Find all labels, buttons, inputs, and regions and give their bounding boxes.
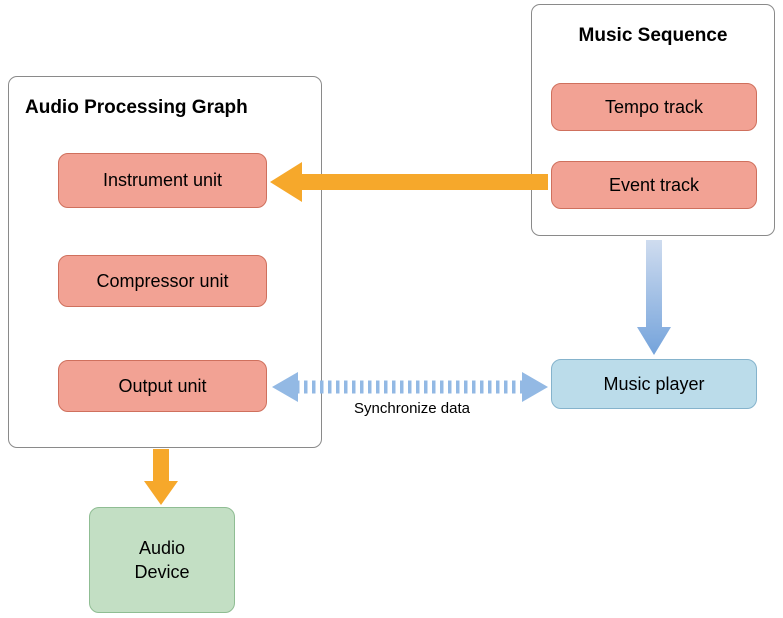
audio-processing-graph-container: Audio Processing Graph Instrument unit C… [8, 76, 322, 448]
music-sequence-title: Music Sequence [578, 25, 728, 46]
instrument-unit-label: Instrument unit [102, 170, 223, 190]
compressor-unit-node: Compressor unit [58, 255, 267, 307]
output-unit-node: Output unit [58, 360, 267, 412]
sync-arrow-right-head [522, 372, 548, 402]
instrument-unit-node: Instrument unit [58, 153, 267, 208]
music-player-label: Music player [603, 373, 705, 394]
event-track-node: Event track [551, 161, 757, 209]
compressor-unit-label: Compressor unit [96, 270, 229, 291]
audio-device-node: Audio Device [89, 507, 235, 613]
event-track-label: Event track [608, 174, 700, 195]
music-player-node: Music player [551, 359, 757, 409]
sequence-to-player-arrow [637, 240, 671, 355]
tempo-track-node: Tempo track [551, 83, 757, 131]
output-unit-label: Output unit [118, 375, 207, 396]
audio-processing-graph-title: Audio Processing Graph [25, 97, 248, 118]
graph-to-device-arrow [144, 449, 178, 505]
synchronize-data-label: Synchronize data [354, 400, 470, 417]
audio-device-label: Audio Device [134, 537, 190, 582]
music-sequence-container: Music Sequence Tempo track Event track [531, 4, 775, 236]
tempo-track-label: Tempo track [604, 96, 704, 117]
